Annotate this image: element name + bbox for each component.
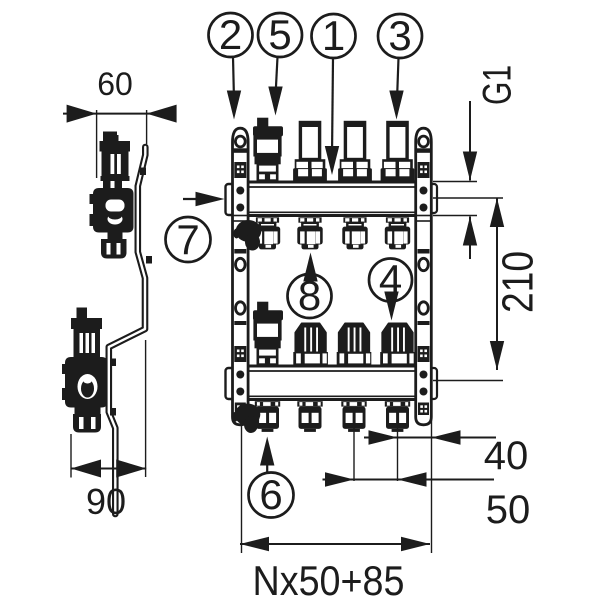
svg-text:6: 6 (259, 471, 282, 518)
svg-text:7: 7 (176, 216, 199, 263)
svg-text:3: 3 (388, 12, 411, 59)
svg-text:Nx50+85: Nx50+85 (253, 557, 405, 600)
svg-text:60: 60 (97, 66, 133, 102)
svg-text:G1: G1 (476, 65, 520, 105)
svg-text:1: 1 (322, 12, 345, 59)
svg-text:4: 4 (379, 256, 402, 303)
svg-text:50: 50 (486, 488, 531, 532)
svg-text:210: 210 (494, 251, 543, 313)
svg-text:5: 5 (268, 11, 291, 58)
svg-text:2: 2 (219, 11, 242, 58)
svg-text:90: 90 (86, 481, 126, 522)
svg-text:8: 8 (298, 272, 321, 319)
svg-text:40: 40 (484, 434, 529, 478)
